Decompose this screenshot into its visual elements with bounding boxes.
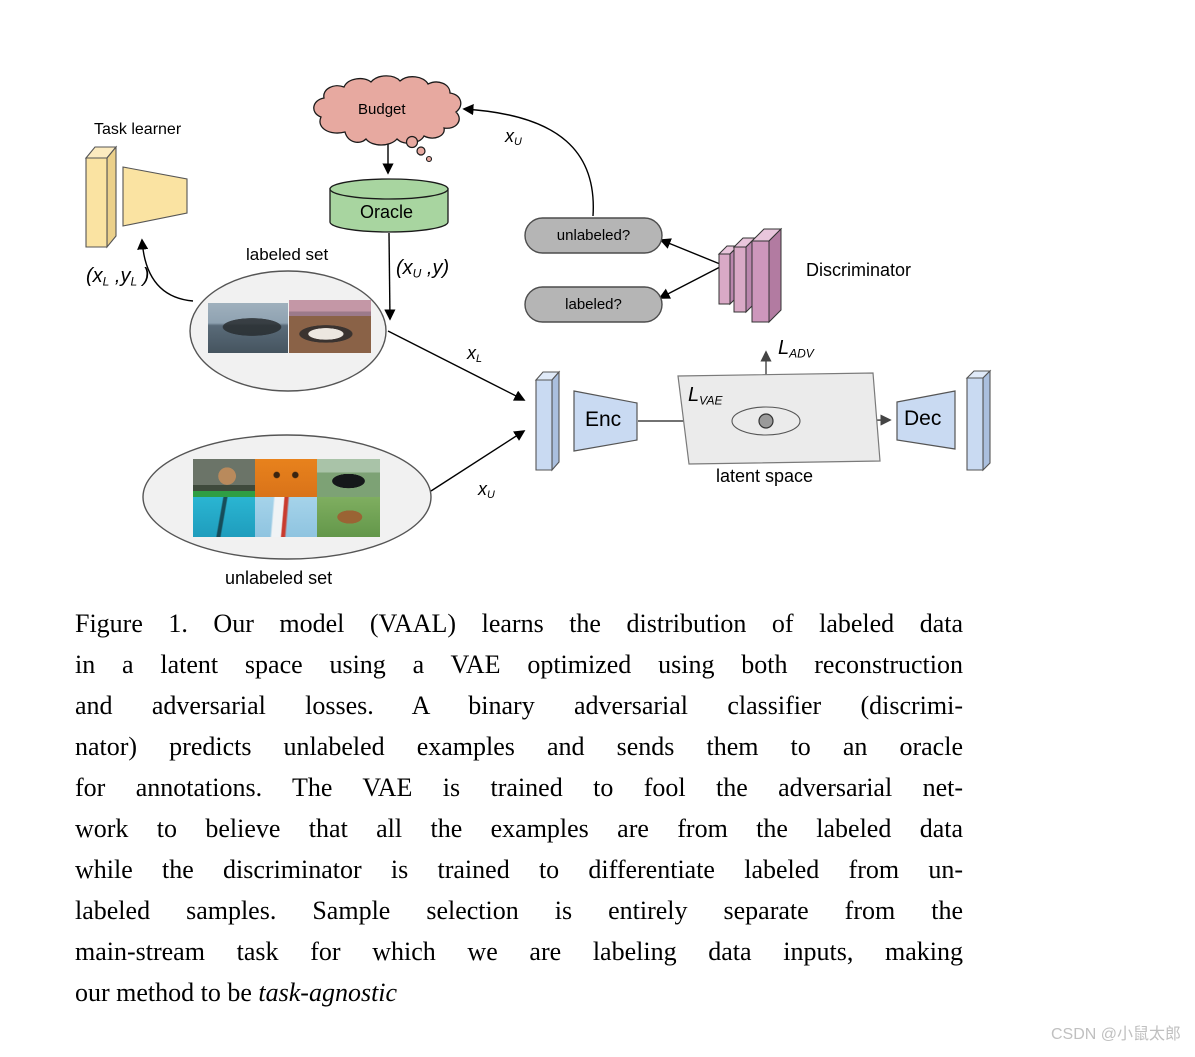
latent-space-plane [677, 372, 881, 465]
budget-label: Budget [358, 101, 406, 118]
math-text: x [467, 343, 476, 363]
math-xu-y: (xU ,y) [396, 257, 449, 280]
thought-bubble-1 [405, 135, 419, 149]
flow-arrows [137, 104, 721, 492]
decoder-trapezoid [896, 390, 956, 450]
discriminator-network [717, 227, 783, 324]
math-l-adv: LADV [778, 337, 814, 360]
math-sub: U [412, 266, 422, 281]
math-sub: U [514, 136, 522, 149]
math-l-vae: LVAE [688, 384, 722, 407]
math-sub: ADV [789, 346, 814, 361]
task-learner-shapes [84, 145, 188, 249]
math-text: ) [137, 265, 150, 287]
math-text: (x [396, 257, 413, 279]
math-text: (x [86, 265, 103, 287]
caption-line: main-stream task for which we are labeli… [75, 937, 963, 966]
caption-line: in a latent space using a VAE optimized … [75, 650, 963, 679]
math-sub: U [487, 489, 495, 502]
arrow-oracle-to-labeled-set [384, 232, 396, 321]
caption-line: for annotations. The VAE is trained to f… [75, 773, 963, 802]
unlabeled-photo-fish [193, 497, 255, 537]
unlabeled-photo-airplane [255, 497, 317, 537]
dec-label: Dec [904, 407, 942, 430]
task-learner-trapezoid [122, 166, 188, 227]
latent-space-label: latent space [716, 466, 814, 486]
latent-ellipse [731, 406, 801, 436]
caption-italic-term: task-agnostic [258, 978, 398, 1007]
labeled-pill-label: labeled? [565, 296, 622, 313]
math-text: ,y) [421, 257, 450, 279]
labeled-photo-dog [289, 300, 371, 353]
math-sub: L [130, 274, 138, 289]
unlabeled-photo-car [317, 459, 380, 497]
caption-line: while the discriminator is trained to di… [75, 855, 963, 884]
labeled-set-label: labeled set [246, 245, 329, 264]
task-learner-label: Task learner [94, 121, 182, 138]
math-xu-top: xU [505, 126, 522, 148]
math-sub: L [476, 353, 483, 366]
oracle-cylinder [329, 178, 449, 233]
caption-line: Figure 1. Our model (VAAL) learns the di… [75, 609, 963, 638]
math-text: ,y [109, 265, 131, 287]
thought-bubble-3 [425, 155, 433, 163]
decoder-output-bar [965, 369, 992, 472]
arrow-labeled-to-encoder [387, 330, 526, 401]
latent-point [758, 413, 774, 429]
math-xl: xL [467, 343, 482, 365]
labeled-pill [524, 286, 663, 323]
unlabeled-set-label: unlabeled set [225, 568, 333, 588]
math-xu-mid: xU [478, 479, 495, 501]
math-sub: VAE [699, 393, 723, 408]
budget-cloud [313, 75, 462, 163]
unlabeled-pill-label: unlabeled? [556, 227, 631, 244]
encoder-trapezoid [573, 390, 638, 452]
math-text: x [505, 126, 514, 146]
caption-line: and adversarial losses. A binary adversa… [75, 691, 963, 720]
labeled-photo-oil-rig [208, 303, 288, 353]
caption-last-line: our method to be task-agnostic [75, 972, 963, 1013]
arrow-unlabeled-to-encoder [430, 430, 526, 492]
arrow-discriminator-to-labeled-pill [658, 266, 721, 299]
figure-caption: Figure 1. Our model (VAAL) learns the di… [75, 603, 963, 1013]
thought-bubble-2 [416, 146, 426, 156]
unlabeled-photo-dog-face [255, 459, 317, 497]
math-xl-yl: (xL ,yL ) [86, 265, 149, 288]
arrow-unlabeled-pill-to-budget [462, 104, 594, 217]
encoder-input-bar [534, 370, 561, 472]
unlabeled-pill [524, 217, 663, 254]
math-text: x [478, 479, 487, 499]
caption-text: our method to be [75, 978, 259, 1007]
math-text: L [688, 384, 700, 406]
unlabeled-photo-dog-running [317, 497, 380, 537]
math-text: L [778, 337, 790, 359]
enc-label: Enc [585, 408, 622, 431]
caption-line: nator) predicts unlabeled examples and s… [75, 732, 963, 761]
arrow-discriminator-to-unlabeled-pill [659, 238, 721, 265]
caption-line: work to believe that all the examples ar… [75, 814, 963, 843]
discriminator-label: Discriminator [806, 260, 912, 280]
caption-line: labeled samples. Sample selection is ent… [75, 896, 963, 925]
unlabeled-photo-dog-standing [193, 459, 255, 497]
arrow-labeled-to-task-learner [137, 238, 194, 302]
math-sub: L [102, 274, 110, 289]
oracle-label: Oracle [360, 202, 414, 222]
csdn-watermark: CSDN @小鼠太郎 [1050, 1026, 1181, 1043]
